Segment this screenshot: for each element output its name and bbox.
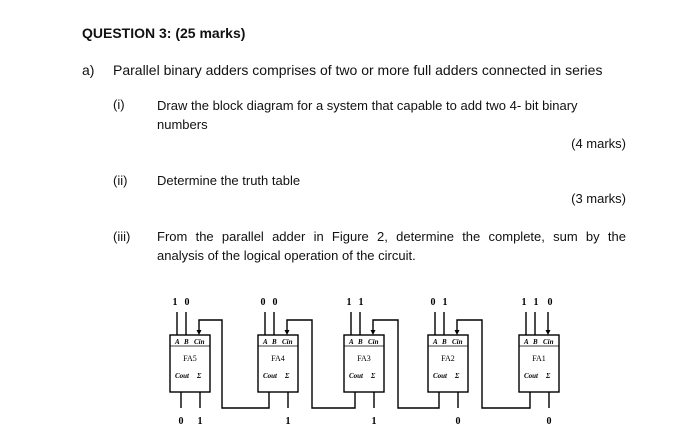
fa5-input-b: 0 bbox=[185, 297, 190, 308]
fa2-cin-arrow bbox=[454, 330, 460, 335]
fa3-pin-a: A bbox=[348, 338, 354, 346]
fa2-pin-cin: Cin bbox=[452, 338, 463, 346]
fa2-input-b: 1 bbox=[443, 297, 448, 308]
item-ii-text: Determine the truth table bbox=[157, 173, 301, 188]
fa4-input-a: 0 bbox=[261, 297, 266, 308]
item-ii-marks: (3 marks) bbox=[571, 191, 626, 206]
fa1-input-cin: 0 bbox=[548, 297, 553, 308]
item-i-text-line2: numbers bbox=[157, 117, 208, 132]
item-i-number: (i) bbox=[113, 97, 125, 112]
fa4-cin-arrow bbox=[284, 330, 290, 335]
fa3-pin-cout: Cout bbox=[349, 372, 364, 380]
fa3-input-a: 1 bbox=[347, 297, 352, 308]
fa1-input-b: 1 bbox=[534, 297, 539, 308]
fa3-pin-cin: Cin bbox=[368, 338, 379, 346]
fa1-pin-b: B bbox=[532, 338, 538, 346]
fa2-name: FA2 bbox=[441, 354, 455, 363]
item-iii-text-line2: analysis of the logical operation of the… bbox=[157, 248, 416, 263]
fa1-name: FA1 bbox=[532, 354, 546, 363]
fa2-output-sum: 0 bbox=[456, 416, 461, 427]
fa3-cin-arrow bbox=[370, 330, 376, 335]
fa2-box bbox=[427, 334, 469, 393]
fa4-pin-b: B bbox=[271, 338, 277, 346]
carry-wire-1 bbox=[198, 319, 270, 409]
fa2-pin-cout: Cout bbox=[433, 372, 448, 380]
fa3-box bbox=[343, 334, 385, 393]
fa5-output-sum: 1 bbox=[198, 416, 203, 427]
question-heading: QUESTION 3: (25 marks) bbox=[82, 25, 246, 41]
fa2-pin-a: A bbox=[432, 338, 438, 346]
item-iii-number: (iii) bbox=[113, 229, 131, 244]
fa2-input-a: 0 bbox=[431, 297, 436, 308]
fa5-pin-cin: Cin bbox=[194, 338, 205, 346]
fa4-pin-a: A bbox=[262, 338, 268, 346]
fa2-pin-sum: Σ bbox=[454, 372, 460, 380]
item-ii-number: (ii) bbox=[113, 173, 128, 188]
fa1-output-sum: 0 bbox=[547, 416, 552, 427]
fa4-box bbox=[257, 334, 299, 393]
item-i-text-line1: Draw the block diagram for a system that… bbox=[157, 98, 578, 113]
fa1-pin-cout: Cout bbox=[524, 372, 539, 380]
part-a-label: a) bbox=[82, 62, 95, 78]
fa3-name: FA3 bbox=[357, 354, 371, 363]
carry-wire-2 bbox=[286, 319, 356, 409]
fa4-name: FA4 bbox=[271, 354, 285, 363]
fa3-pin-b: B bbox=[357, 338, 363, 346]
fa4-pin-sum: Σ bbox=[284, 372, 290, 380]
fa1-input-a: 1 bbox=[522, 297, 527, 308]
fa2-pin-b: B bbox=[441, 338, 447, 346]
fa1-pin-a: A bbox=[523, 338, 529, 346]
fa5-name: FA5 bbox=[183, 354, 197, 363]
fa5-pin-a: A bbox=[174, 338, 180, 346]
fa5-pin-cout: Cout bbox=[175, 372, 190, 380]
item-iii-text-line1: From the parallel adder in Figure 2, det… bbox=[157, 229, 626, 244]
fa5-input-a: 1 bbox=[173, 297, 178, 308]
fa4-input-b: 0 bbox=[273, 297, 278, 308]
fa1-pin-sum: Σ bbox=[545, 372, 551, 380]
fa5-box bbox=[169, 334, 211, 393]
fa1-cin-arrow bbox=[545, 330, 551, 335]
fa4-pin-cout: Cout bbox=[263, 372, 278, 380]
fa5-output-cout: 0 bbox=[179, 416, 184, 427]
part-a-text: Parallel binary adders comprises of two … bbox=[113, 62, 603, 78]
fa3-pin-sum: Σ bbox=[370, 372, 376, 380]
fa4-output-sum: 1 bbox=[286, 416, 291, 427]
fa1-box bbox=[518, 334, 560, 393]
fa4-pin-cin: Cin bbox=[282, 338, 293, 346]
fa3-input-b: 1 bbox=[359, 297, 364, 308]
carry-wire-3 bbox=[372, 319, 440, 409]
fa5-pin-sum: Σ bbox=[196, 372, 202, 380]
carry-wire-4 bbox=[456, 319, 531, 409]
item-i-marks: (4 marks) bbox=[571, 136, 626, 151]
fa5-pin-b: B bbox=[183, 338, 189, 346]
fa3-output-sum: 1 bbox=[372, 416, 377, 427]
fa5-cin-arrow bbox=[196, 330, 202, 335]
fa1-pin-cin: Cin bbox=[543, 338, 554, 346]
